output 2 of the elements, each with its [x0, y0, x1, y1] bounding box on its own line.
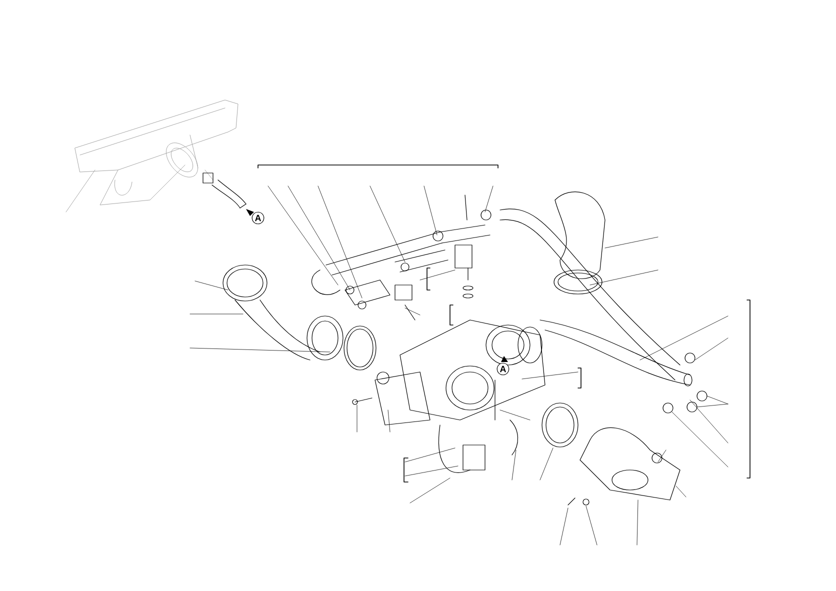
callout-letter: A [252, 212, 264, 224]
callout-letter: A [496, 362, 510, 376]
